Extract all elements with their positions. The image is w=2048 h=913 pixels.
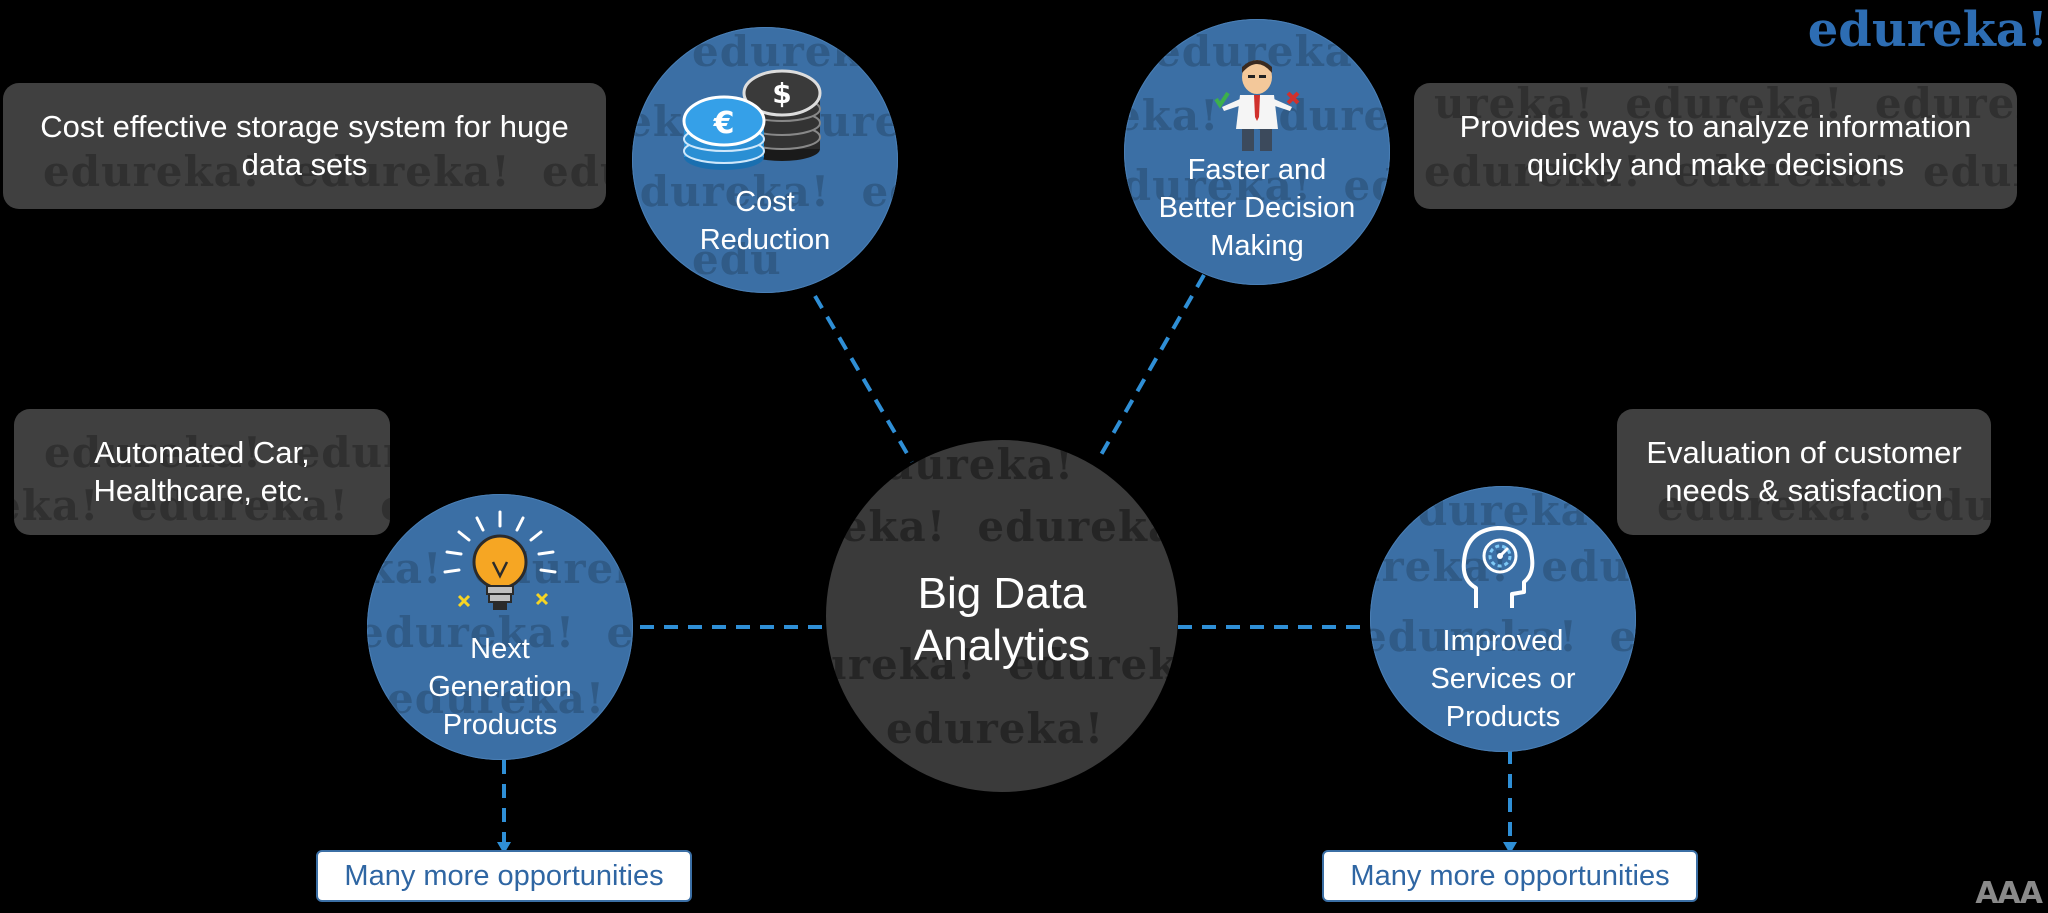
- node-decision-making: edureka! eka! edureka! edureka! edu Fast…: [1124, 19, 1390, 285]
- description-products: Automated Car, Healthcare, etc.: [93, 435, 311, 508]
- arrowhead-services: [1503, 842, 1517, 854]
- opportunity-box-services: Many more opportunities: [1322, 850, 1698, 902]
- svg-text:€: €: [713, 106, 735, 141]
- description-decision: Provides ways to analyze information qui…: [1459, 109, 1972, 182]
- connector-cost: [813, 294, 914, 464]
- head-gauge-icon: [1461, 526, 1535, 608]
- edureka-logo: edureka!: [1807, 2, 2048, 58]
- description-cost: Cost effective storage system for huge d…: [40, 109, 569, 182]
- description-box-cost: edureka! edureka! edureka! edureka! Cost…: [3, 83, 606, 209]
- description-services: Evaluation of customer needs & satisfact…: [1646, 435, 1962, 508]
- description-box-decision: edureka! edureka! edureka! edureka! urek…: [1414, 83, 2017, 209]
- node-cost-reduction: edureka! reka! edureka! edureka! ed edu …: [632, 27, 898, 293]
- node-cost-label-line1: Cost: [735, 186, 795, 218]
- lightbulb-icon: [443, 510, 557, 610]
- node-decision-label-line3: Making: [1210, 230, 1304, 262]
- node-services-label-line2: Services or: [1430, 663, 1576, 695]
- connector-decision: [1096, 274, 1206, 461]
- node-products-label-line1: Next: [470, 633, 530, 665]
- arrowhead-products: [497, 842, 511, 854]
- node-services-label-line3: Products: [1445, 701, 1561, 733]
- opportunity-services-label: Many more opportunities: [1350, 859, 1670, 892]
- description-box-products: edureka! edureka! eka! edureka! ed Autom…: [14, 409, 390, 535]
- footer-watermark: AAA: [1975, 876, 2043, 911]
- node-cost-label-line2: Reduction: [699, 224, 831, 256]
- hub-label-line2: Analytics: [913, 621, 1091, 670]
- node-decision-label-line2: Better Decision: [1158, 192, 1356, 224]
- node-improved-services: edureka! ureka! edu edureka! e Improved …: [1370, 486, 1636, 752]
- svg-text:$: $: [772, 77, 791, 110]
- coins-icon: $ €: [682, 69, 822, 170]
- opportunity-products-label: Many more opportunities: [344, 859, 664, 892]
- node-next-generation-products: eka! edureka! edureka! e edureka! Next G…: [367, 494, 633, 760]
- opportunity-box-products: Many more opportunities: [316, 850, 692, 902]
- hub-label-line1: Big Data: [917, 569, 1087, 618]
- big-data-analytics-hub: edureka! ureka! edureka! dureka! edureka…: [826, 440, 1178, 792]
- node-decision-label-line1: Faster and: [1187, 154, 1327, 186]
- node-services-label-line1: Improved: [1442, 625, 1564, 657]
- description-box-services: edureka! edureka! Evaluation of customer…: [1617, 409, 1991, 535]
- node-products-label-line3: Products: [442, 709, 558, 741]
- decision-maker-icon: [1214, 60, 1300, 151]
- node-products-label-line2: Generation: [428, 671, 572, 703]
